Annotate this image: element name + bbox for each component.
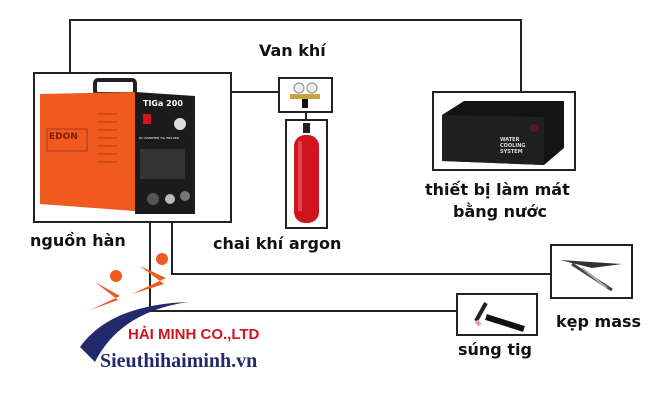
machine-brand: EDON bbox=[49, 132, 78, 142]
line-top bbox=[69, 19, 522, 21]
line-left-down bbox=[69, 19, 71, 73]
label-gas-valve: Van khí bbox=[259, 41, 326, 60]
line-clamp-vertical bbox=[171, 205, 173, 275]
cooler-text: WATER COOLING SYSTEM bbox=[500, 137, 526, 155]
water-cooler-image bbox=[442, 101, 564, 165]
line-valve-cylinder bbox=[305, 112, 307, 120]
tig-torch-image bbox=[474, 302, 525, 332]
regulator-image bbox=[290, 82, 320, 108]
label-power-source: nguồn hàn bbox=[30, 231, 126, 250]
line-torch-horizontal bbox=[149, 310, 457, 312]
argon-cylinder-box bbox=[285, 119, 328, 229]
line-to-valve bbox=[230, 91, 279, 93]
label-argon-cylinder: chai khí argon bbox=[213, 234, 342, 253]
label-ground-clamp: kẹp mass bbox=[556, 312, 642, 331]
logo-website: Sieuthihaiminh.vn bbox=[100, 350, 258, 372]
label-cooler-line1: thiết bị làm mát bbox=[425, 180, 570, 199]
machine-subtitle: DC INVERTER TIG WELDER bbox=[139, 136, 179, 140]
machine-model: TIGa 200 bbox=[143, 99, 183, 108]
logo-company-name: HẢI MINH CO.,LTD bbox=[128, 326, 260, 343]
tig-torch-box bbox=[456, 293, 538, 336]
ground-clamp-image bbox=[560, 260, 622, 292]
label-cooler-line2: bằng nước bbox=[453, 202, 547, 221]
line-right-down bbox=[520, 19, 522, 92]
label-tig-torch: súng tig bbox=[458, 340, 532, 359]
gas-valve-box bbox=[278, 77, 333, 113]
water-cooler-box: WATER COOLING SYSTEM bbox=[432, 91, 576, 171]
line-torch-vertical bbox=[149, 210, 151, 312]
ground-clamp-box bbox=[550, 244, 633, 299]
power-source-box: EDON TIGa 200 DC INVERTER TIG WELDER bbox=[33, 72, 232, 223]
line-clamp-horizontal bbox=[171, 273, 551, 275]
argon-cylinder-image bbox=[294, 123, 319, 223]
welding-machine-image bbox=[40, 78, 195, 214]
